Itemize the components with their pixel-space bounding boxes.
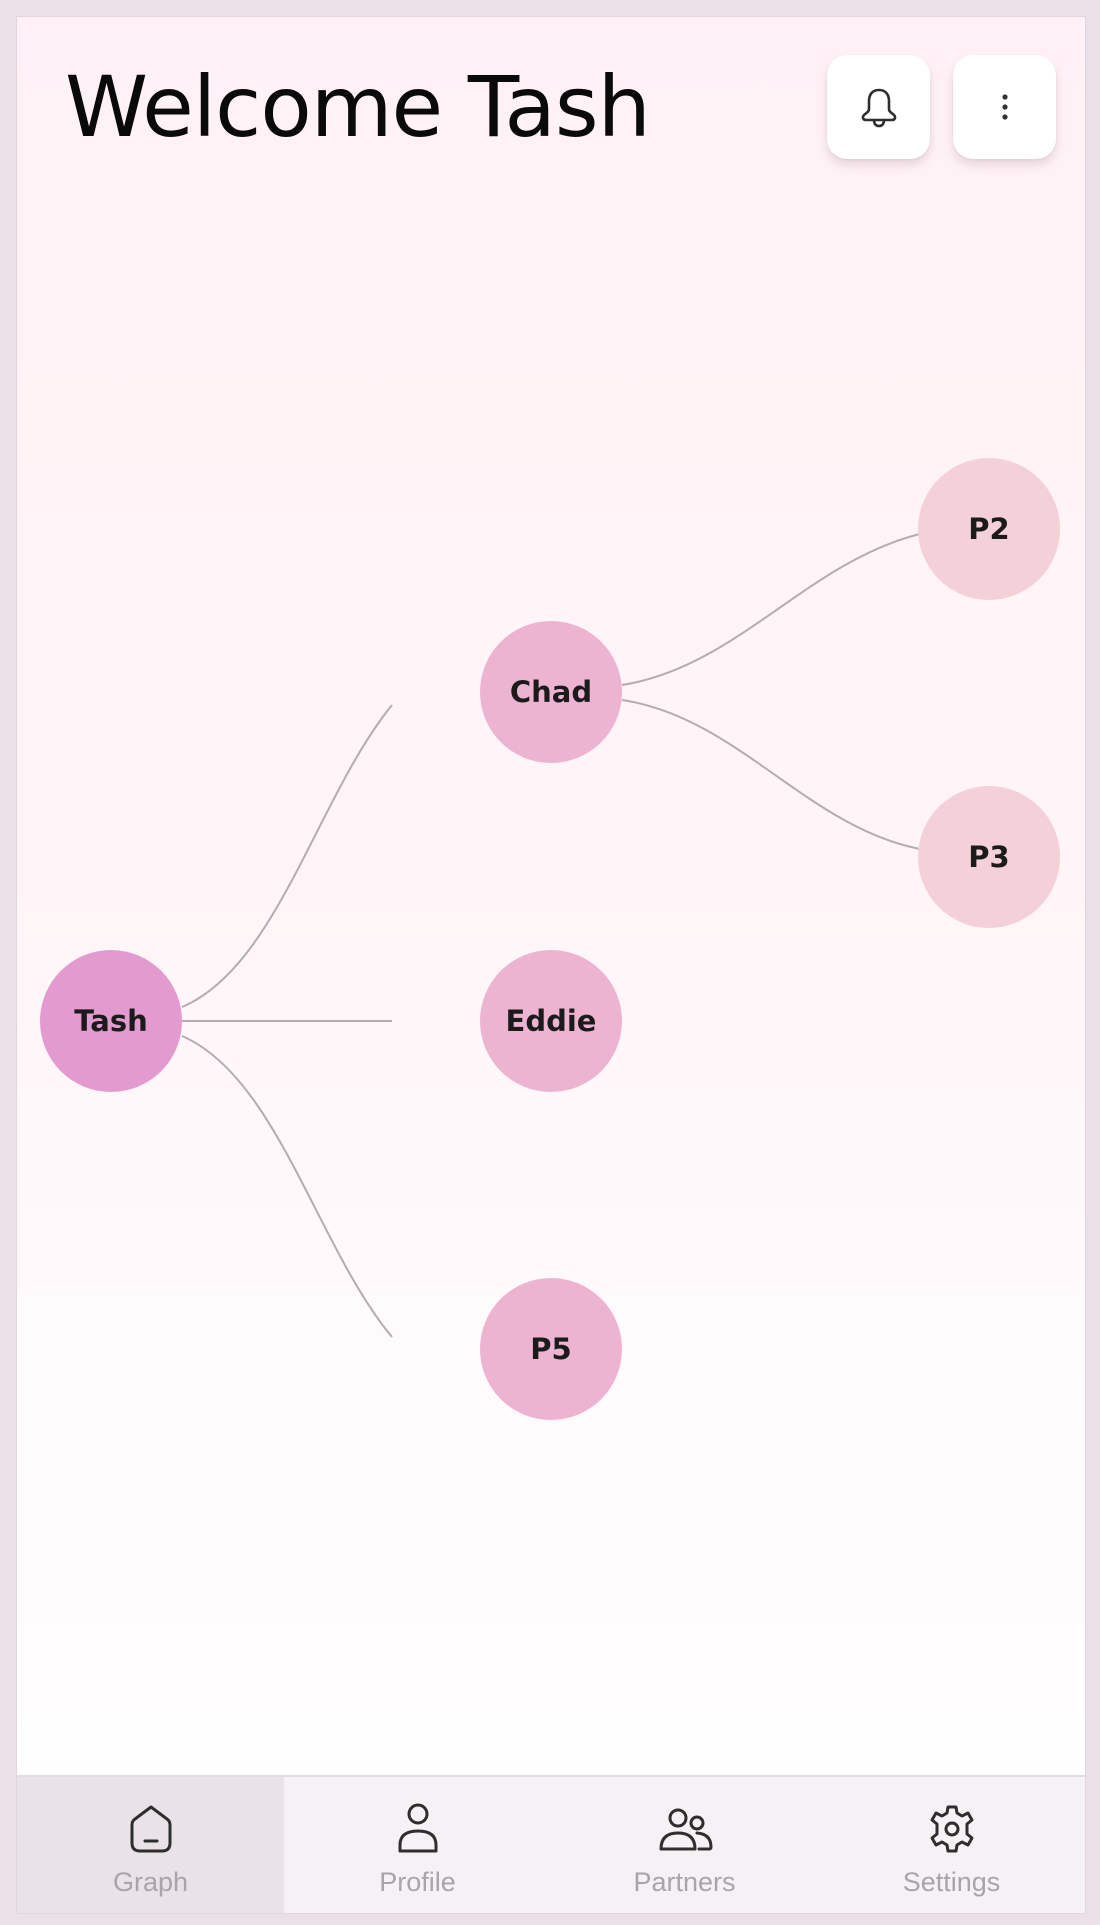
more-options-button[interactable] bbox=[953, 55, 1056, 159]
graph-node-tash[interactable]: Tash bbox=[40, 950, 182, 1092]
tab-label: Settings bbox=[902, 1867, 1001, 1897]
user-icon bbox=[398, 1803, 437, 1853]
tab-label: Partners bbox=[633, 1867, 736, 1897]
home-icon bbox=[130, 1805, 171, 1853]
notifications-button[interactable] bbox=[827, 55, 930, 159]
page-title: Welcome Tash bbox=[65, 58, 651, 156]
graph-node-chad[interactable]: Chad bbox=[480, 621, 622, 763]
edge-chad-p3 bbox=[621, 699, 921, 850]
bell-icon bbox=[861, 88, 896, 128]
node-label: Eddie bbox=[505, 1004, 597, 1038]
tab-partners[interactable]: Partners bbox=[551, 1777, 818, 1913]
tab-profile[interactable]: Profile bbox=[284, 1777, 551, 1913]
edge-tash-chad bbox=[181, 704, 393, 1008]
tab-label: Profile bbox=[379, 1867, 456, 1897]
graph-node-p3[interactable]: P3 bbox=[918, 786, 1060, 928]
users-icon bbox=[659, 1808, 712, 1851]
more-vertical-icon bbox=[1001, 94, 1008, 120]
tab-label: Graph bbox=[112, 1867, 189, 1897]
app-screen: Welcome Tash Tash Chad Eddie P5 bbox=[17, 17, 1085, 1913]
graph-node-eddie[interactable]: Eddie bbox=[480, 950, 622, 1092]
node-label: P3 bbox=[968, 840, 1010, 874]
tab-settings[interactable]: Settings bbox=[818, 1777, 1085, 1913]
node-label: Chad bbox=[509, 675, 593, 709]
node-label: P2 bbox=[968, 512, 1010, 546]
edge-chad-p2 bbox=[621, 533, 921, 686]
tab-graph[interactable]: Graph bbox=[17, 1777, 284, 1913]
graph-edges bbox=[181, 533, 921, 1338]
graph-node-p2[interactable]: P2 bbox=[918, 458, 1060, 600]
graph-node-p5[interactable]: P5 bbox=[480, 1278, 622, 1420]
node-label: Tash bbox=[74, 1004, 148, 1038]
node-label: P5 bbox=[530, 1332, 572, 1366]
edge-tash-p5 bbox=[181, 1035, 393, 1338]
gear-icon bbox=[930, 1805, 973, 1853]
bottom-nav: Graph Profile Partners Settings bbox=[17, 1775, 1085, 1913]
